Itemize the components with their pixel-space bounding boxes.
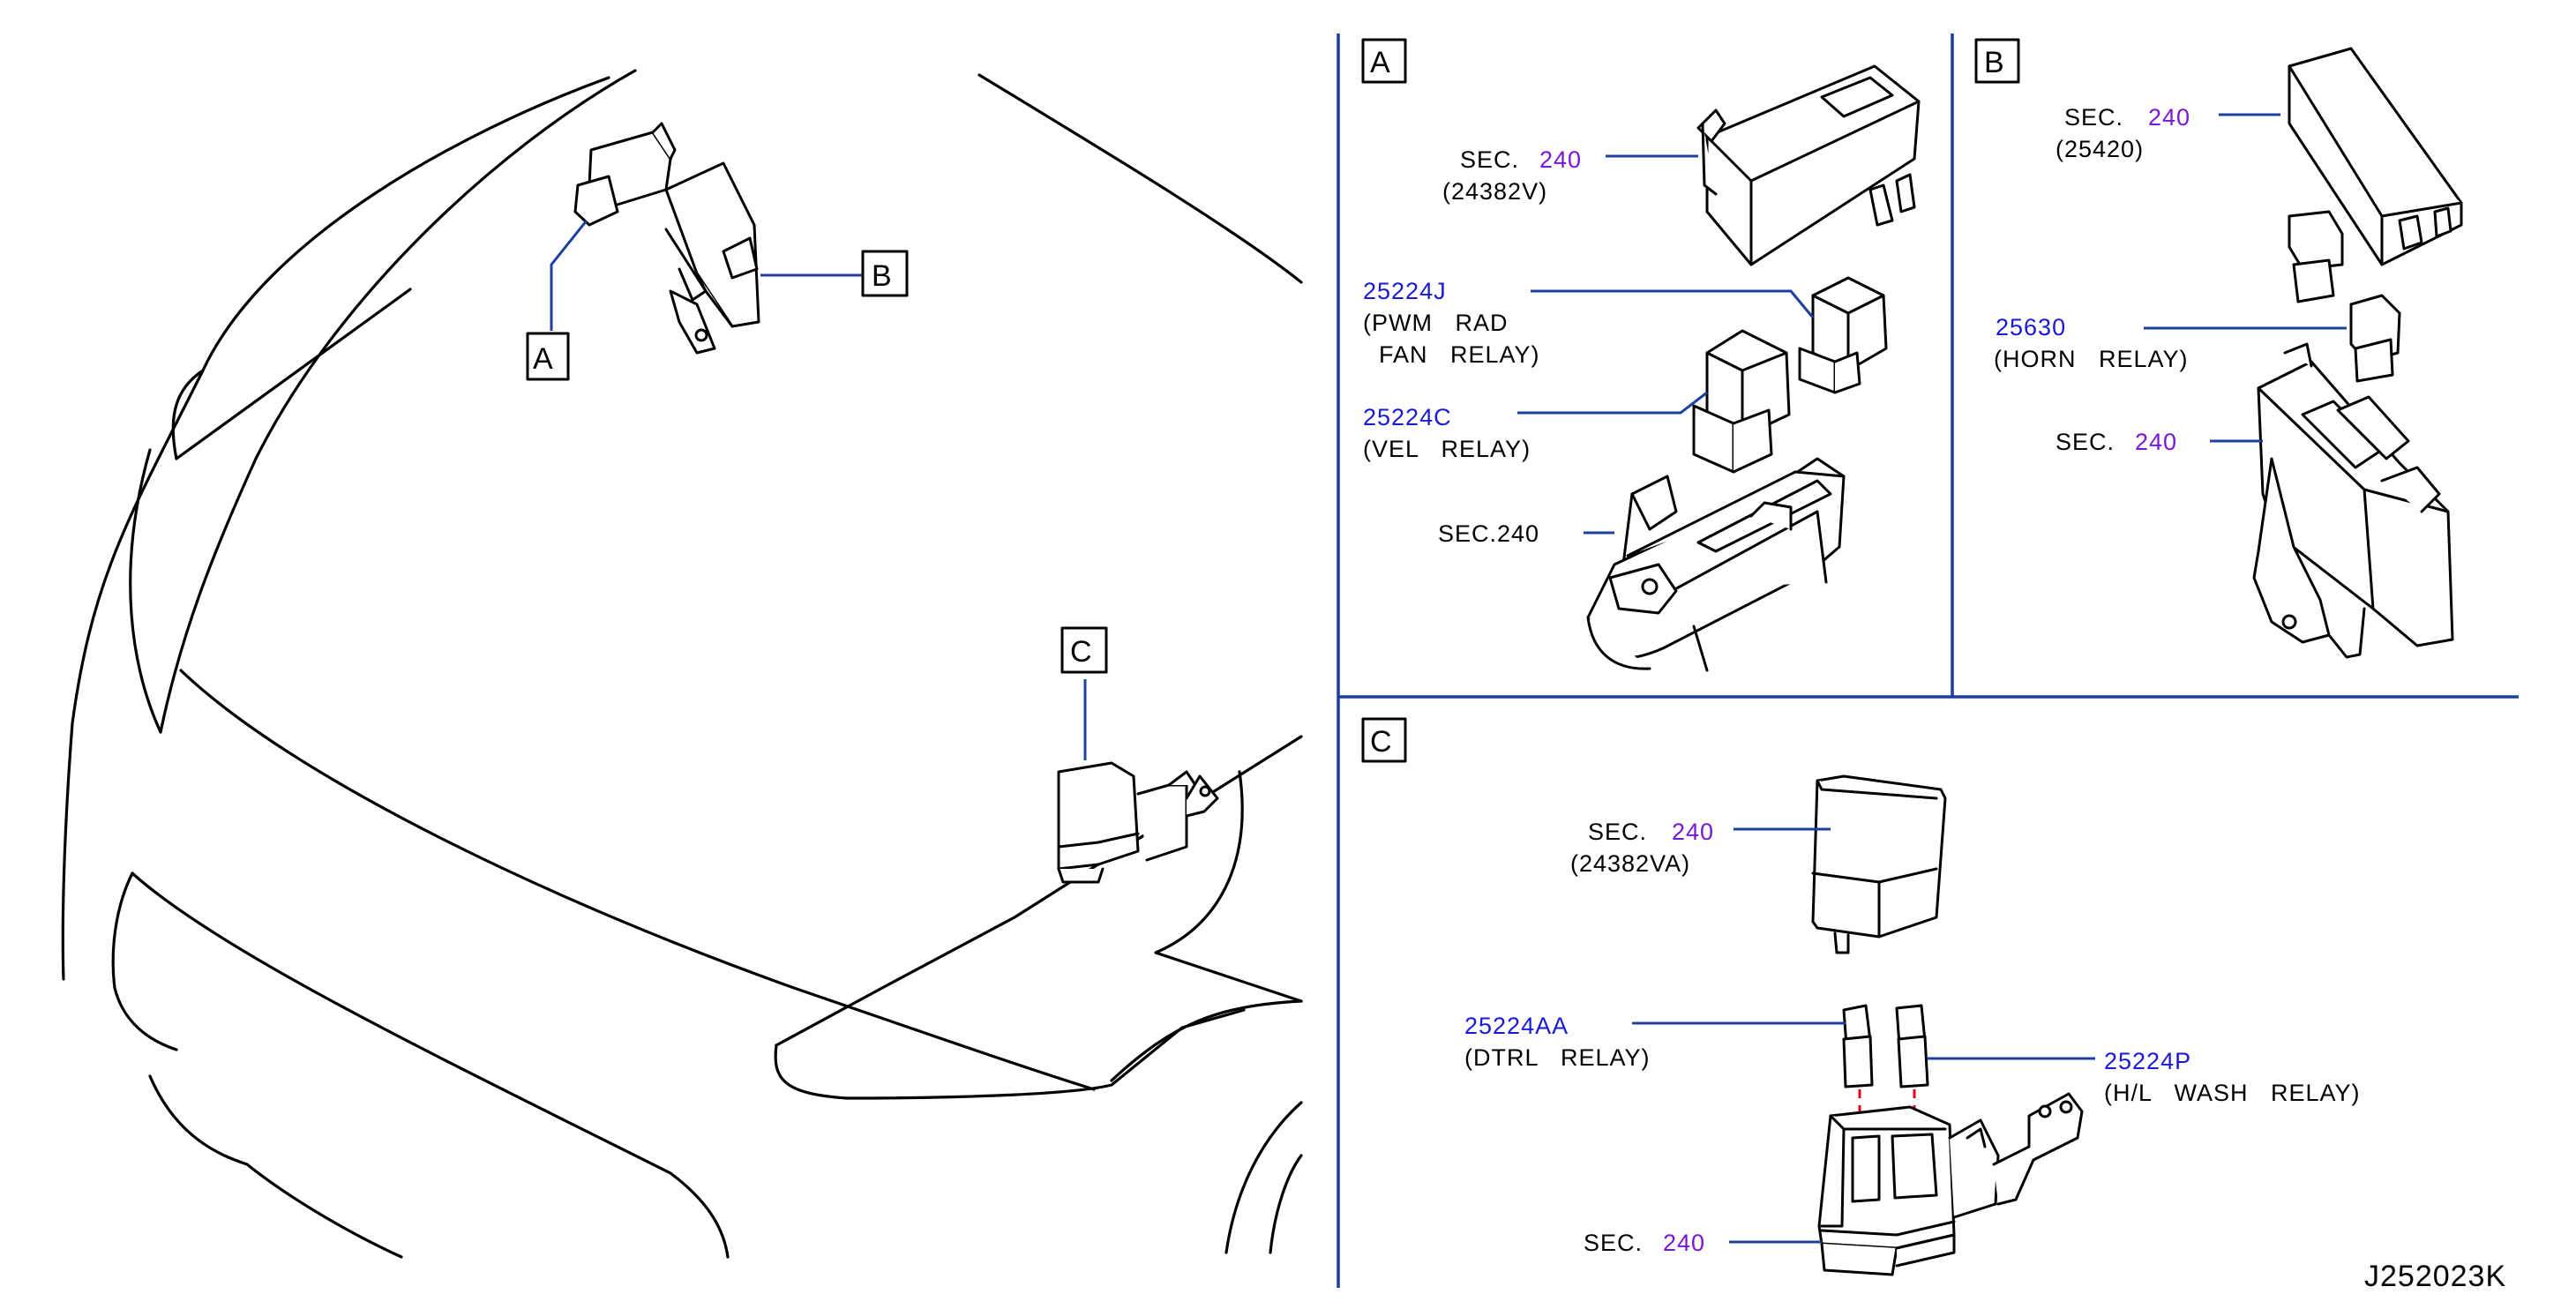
overview-callout-b-label: B	[872, 259, 893, 293]
panel-b-relay-box-cover	[2288, 47, 2463, 266]
panel-b-cover-sec-label: SEC.	[2064, 104, 2123, 131]
panel-a-relay-box-cover	[1696, 64, 1921, 266]
overview-callout-b-box[interactable]	[861, 250, 909, 297]
panel-a-label-box	[1361, 38, 1407, 84]
panel-a-relay1-name-line1: (PWM RAD	[1363, 310, 1509, 336]
panel-c-label-box	[1361, 717, 1407, 763]
panel-c-box-sec-label: SEC.	[1584, 1230, 1643, 1256]
panel-a-cover-sec-number: 240	[1539, 146, 1582, 173]
panel-c-cover-sec-label: SEC.	[1588, 819, 1647, 845]
panel-a-box-sec-label: SEC.240	[1438, 520, 1539, 547]
panel-a-cover-part-number: (24382V)	[1442, 178, 1547, 205]
overview-relay-box-c	[1057, 761, 1219, 884]
panel-a-relay2-name: (VEL RELAY)	[1363, 436, 1531, 462]
overview-callout-c-label: C	[1070, 635, 1093, 669]
panel-c-relay-box-cover	[1811, 774, 1947, 954]
diagram-reference-code: J252023K	[2364, 1260, 2506, 1293]
panel-a-cover-sec-label: SEC.	[1460, 146, 1519, 173]
panel-a-relay1-part-number: 25224J	[1363, 278, 1447, 304]
overview-relay-box-ab	[573, 122, 760, 355]
overview-callout-a-label: A	[533, 342, 554, 376]
panel-b-cover-sec-number: 240	[2148, 104, 2190, 131]
panel-a-relay1-name-line2: FAN RELAY)	[1379, 341, 1540, 368]
panel-c-relay1-name: (DTRL RELAY)	[1464, 1044, 1651, 1071]
panel-c-relay2-name: (H/L WASH RELAY)	[2104, 1080, 2361, 1106]
panel-b-cover-part-number: (25420)	[2056, 136, 2144, 162]
panel-a-relay-box	[1586, 457, 1846, 672]
panel-c-box-sec-number: 240	[1663, 1230, 1705, 1256]
panel-b-horn-relay	[2288, 210, 2401, 383]
panel-a-relay2-part-number: 25224C	[1363, 404, 1452, 430]
panel-c-relay1-part-number: 25224AA	[1464, 1013, 1569, 1039]
vehicle-front-outline	[61, 69, 1303, 1259]
panel-c-label: C	[1370, 725, 1393, 759]
panel-b-label-box	[1974, 38, 2020, 84]
panel-c-dtrl-relay	[1842, 1004, 1874, 1088]
panel-a-label: A	[1370, 46, 1391, 79]
overview-callout-a-box[interactable]	[526, 332, 570, 381]
panel-b-relay-box	[2252, 342, 2454, 659]
panel-c-hl-wash-relay	[1895, 1004, 1929, 1088]
panel-b-relay-part-number: 25630	[1996, 314, 2066, 340]
panel-b-label: B	[1984, 46, 2005, 79]
overview-callout-c-box[interactable]	[1060, 626, 1108, 674]
panel-b-box-sec-number: 240	[2135, 429, 2177, 455]
panel-b-box-sec-label: SEC.	[2056, 429, 2115, 455]
panel-b-relay-name: (HORN RELAY)	[1994, 346, 2189, 372]
panel-a-vel-relay	[1692, 329, 1791, 474]
panel-c-cover-sec-number: 240	[1672, 819, 1714, 845]
panel-c-relay-box	[1817, 1092, 2084, 1276]
panel-c-relay2-part-number: 25224P	[2104, 1048, 2191, 1074]
panel-a-pwm-rad-fan-relay	[1798, 276, 1888, 394]
panel-c-cover-part-number: (24382VA)	[1570, 850, 1690, 877]
